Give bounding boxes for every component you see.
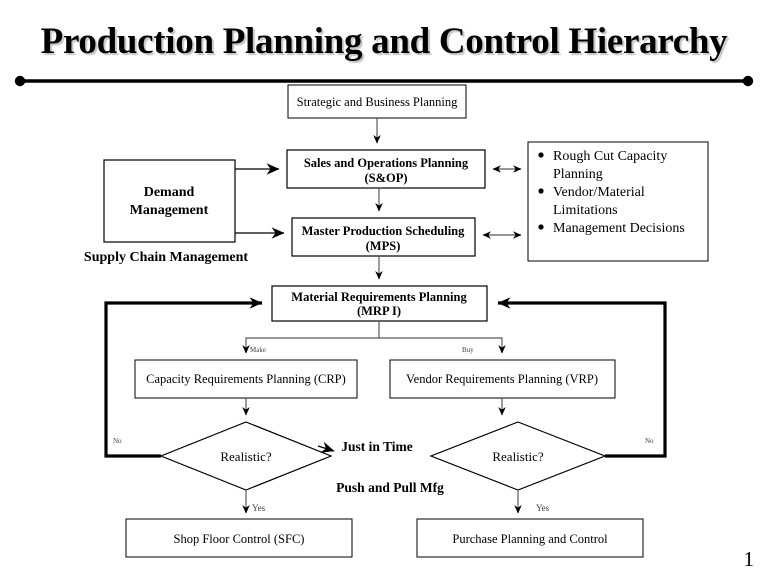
- box-demand-label-line1: Demand: [144, 185, 195, 200]
- constraint-item-2-line1: Vendor/Material: [553, 185, 645, 200]
- box-material-requirements-planning[interactable]: Material Requirements Planning (MRP I): [271, 285, 488, 322]
- label-just-in-time: Just in Time: [341, 439, 413, 454]
- box-shop-floor-control[interactable]: Shop Floor Control (SFC): [125, 518, 353, 558]
- box-mrp-label-line2: (MRP I): [357, 304, 401, 318]
- label-buy: Buy: [462, 346, 474, 354]
- label-yes-right: Yes: [536, 503, 550, 513]
- box-master-production-scheduling[interactable]: Master Production Scheduling (MPS): [291, 217, 476, 257]
- title-rule: [14, 75, 754, 87]
- box-strategic-label: Strategic and Business Planning: [297, 95, 458, 109]
- label-make: Make: [250, 346, 266, 354]
- bullet-marker-2: [538, 188, 544, 194]
- box-sales-operations-planning[interactable]: Sales and Operations Planning (S&OP): [286, 149, 486, 189]
- label-supply-chain-management: Supply Chain Management: [84, 250, 248, 265]
- box-crp-label: Capacity Requirements Planning (CRP): [146, 372, 346, 386]
- connector-jit-pointer: [317, 441, 335, 453]
- box-purchase-planning-control[interactable]: Purchase Planning and Control: [416, 518, 644, 558]
- label-no-right: No: [645, 437, 654, 445]
- box-vendor-requirements-planning[interactable]: Vendor Requirements Planning (VRP): [389, 359, 616, 399]
- box-demand-label-line2: Management: [130, 203, 209, 218]
- box-constraints[interactable]: Rough Cut Capacity Planning Vendor/Mater…: [527, 141, 709, 262]
- label-push-and-pull-mfg: Push and Pull Mfg: [336, 480, 444, 495]
- constraint-item-1-line1: Rough Cut Capacity: [553, 149, 667, 164]
- decision-left-label: Realistic?: [220, 449, 271, 464]
- box-ppc-label: Purchase Planning and Control: [452, 532, 608, 546]
- box-mps-label-line1: Master Production Scheduling: [302, 224, 465, 238]
- label-no-left: No: [113, 437, 122, 445]
- bullet-marker-3: [538, 224, 544, 230]
- box-sop-label-line2: (S&OP): [364, 171, 407, 185]
- feedback-loop-left: [104, 297, 263, 458]
- page-number: 1: [743, 547, 755, 571]
- box-mrp-label-line1: Material Requirements Planning: [291, 290, 467, 304]
- connector-mrp-to-crp: [242, 321, 380, 354]
- box-sfc-label: Shop Floor Control (SFC): [174, 532, 305, 546]
- decision-realistic-left[interactable]: Realistic?: [159, 421, 333, 491]
- label-yes-left: Yes: [252, 503, 266, 513]
- decision-right-label: Realistic?: [492, 449, 543, 464]
- box-vrp-label: Vendor Requirements Planning (VRP): [406, 372, 598, 386]
- connector-mrp-to-vrp: [379, 337, 506, 354]
- constraint-item-3-line1: Management Decisions: [553, 221, 685, 236]
- box-mps-label-line2: (MPS): [366, 239, 401, 253]
- constraint-item-2-line2: Limitations: [553, 203, 618, 218]
- feedback-loop-right: [497, 297, 667, 458]
- box-demand-management[interactable]: Demand Management: [103, 159, 236, 243]
- decision-realistic-right[interactable]: Realistic?: [429, 421, 607, 491]
- box-strategic-business-planning[interactable]: Strategic and Business Planning: [287, 84, 467, 119]
- page-title: Production Planning and Control Hierarch…: [40, 21, 728, 62]
- constraint-item-1-line2: Planning: [553, 167, 603, 182]
- box-capacity-requirements-planning[interactable]: Capacity Requirements Planning (CRP): [134, 359, 358, 399]
- box-sop-label-line1: Sales and Operations Planning: [304, 156, 469, 170]
- bullet-marker-1: [538, 152, 544, 158]
